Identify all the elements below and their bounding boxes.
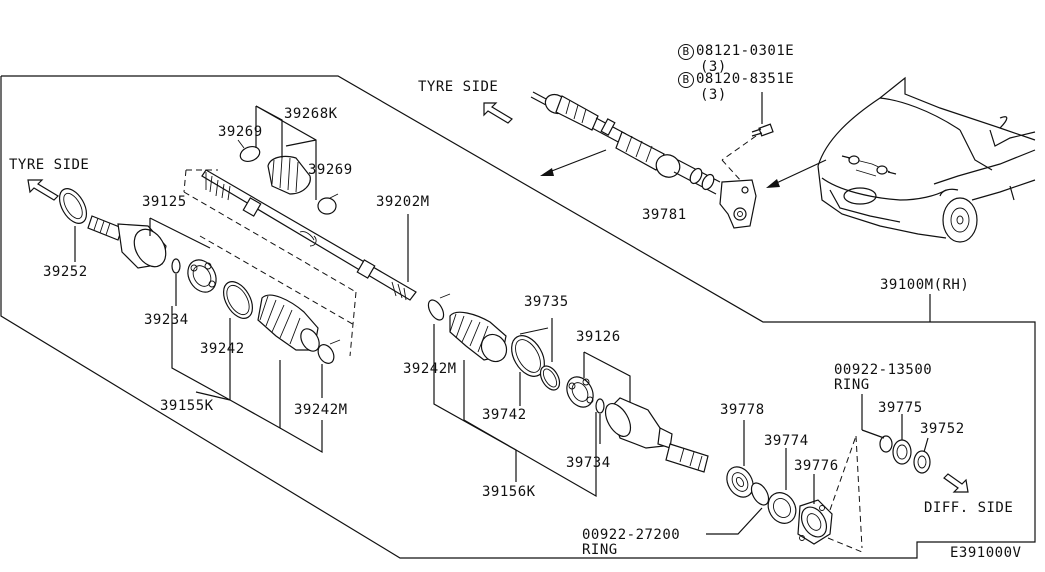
car-illustration [817, 76, 1036, 243]
dashed-guides-right [827, 294, 931, 553]
label-39775: 39775 [878, 400, 923, 416]
part-39242M-mid [427, 293, 451, 358]
part-00922-13500-ring [861, 394, 893, 453]
part-39268K-boot [237, 139, 339, 215]
label-39269-b: 39269 [308, 162, 353, 178]
tyre-side-label-top: TYRE SIDE [418, 79, 499, 95]
label-39202M: 39202M [376, 194, 430, 210]
part-39775-seal [892, 414, 912, 465]
part-39126-cage [566, 376, 594, 408]
leader-lines-mid [433, 351, 631, 498]
label-ring-word-2: RING [582, 542, 618, 558]
part-39778-bearing [726, 420, 754, 498]
bolt-circle-b-2: B [678, 72, 694, 88]
bolt-qty-1: (3) [700, 59, 727, 75]
tyre-side-label-left: TYRE SIDE [9, 157, 90, 173]
label-39126: 39126 [576, 329, 621, 345]
part-39202M-shaft [183, 169, 417, 357]
label-ring-word-1: RING [834, 377, 870, 393]
part-39752-seal [913, 437, 931, 474]
part-39242M-left [317, 339, 341, 364]
label-39155K: 39155K [160, 398, 214, 414]
label-39734: 39734 [566, 455, 611, 471]
label-39752: 39752 [920, 421, 965, 437]
part-39735-ring [539, 318, 561, 391]
label-ring-00922-27200: 00922-27200 [582, 527, 681, 543]
bolt-qty-2: (3) [700, 87, 727, 103]
label-39242M-left: 39242M [294, 402, 348, 418]
label-39242: 39242 [200, 341, 245, 357]
part-39774-bearing [767, 448, 797, 524]
bolt-illustration [721, 92, 774, 183]
diff-side-label: DIFF. SIDE [924, 500, 1014, 516]
part-39234 [171, 258, 181, 306]
label-39234: 39234 [144, 312, 189, 328]
bracket-39781-illustration [719, 179, 757, 229]
part-boot-left [257, 294, 320, 352]
bolt-code-2-text: 08120-8351E [696, 71, 795, 87]
label-39778: 39778 [720, 402, 765, 418]
part-39242 [222, 281, 254, 319]
part-cage-39125 [187, 259, 217, 293]
direction-arrows [540, 149, 827, 188]
label-39252: 39252 [43, 264, 88, 280]
diagram-code: E391000V [950, 545, 1022, 561]
assembled-shaft-illustration [530, 91, 721, 195]
label-39125: 39125 [142, 194, 187, 210]
bolt-code-1-text: 08121-0301E [696, 43, 795, 59]
part-39734-clip [595, 398, 605, 414]
label-39156K: 39156K [482, 484, 536, 500]
label-39776: 39776 [794, 458, 839, 474]
part-39776-housing [797, 474, 833, 545]
label-39100M-RH: 39100M(RH) [880, 277, 970, 293]
diff-side-arrow [943, 473, 969, 493]
label-39269-a: 39269 [218, 124, 263, 140]
label-39268K: 39268K [284, 106, 338, 122]
part-39252 [58, 188, 88, 262]
part-ring-00922-27200 [706, 482, 770, 535]
part-inner-joint-housing [604, 397, 709, 473]
assembly-boundary [0, 75, 1036, 559]
label-39742: 39742 [482, 407, 527, 423]
part-39742-band [511, 327, 549, 377]
part-outer-joint [87, 215, 167, 269]
leader-lines-left [149, 105, 323, 454]
label-39242M-mid: 39242M [403, 361, 457, 377]
tyre-side-arrow-left [27, 179, 59, 201]
label-ring-00922-13500: 00922-13500 [834, 362, 933, 378]
label-39774: 39774 [764, 433, 809, 449]
part-boot-mid [449, 311, 508, 363]
bolt-circle-b-1: B [678, 44, 694, 60]
tyre-side-arrow-top [483, 102, 513, 124]
label-39735: 39735 [524, 294, 569, 310]
label-39781: 39781 [642, 207, 687, 223]
